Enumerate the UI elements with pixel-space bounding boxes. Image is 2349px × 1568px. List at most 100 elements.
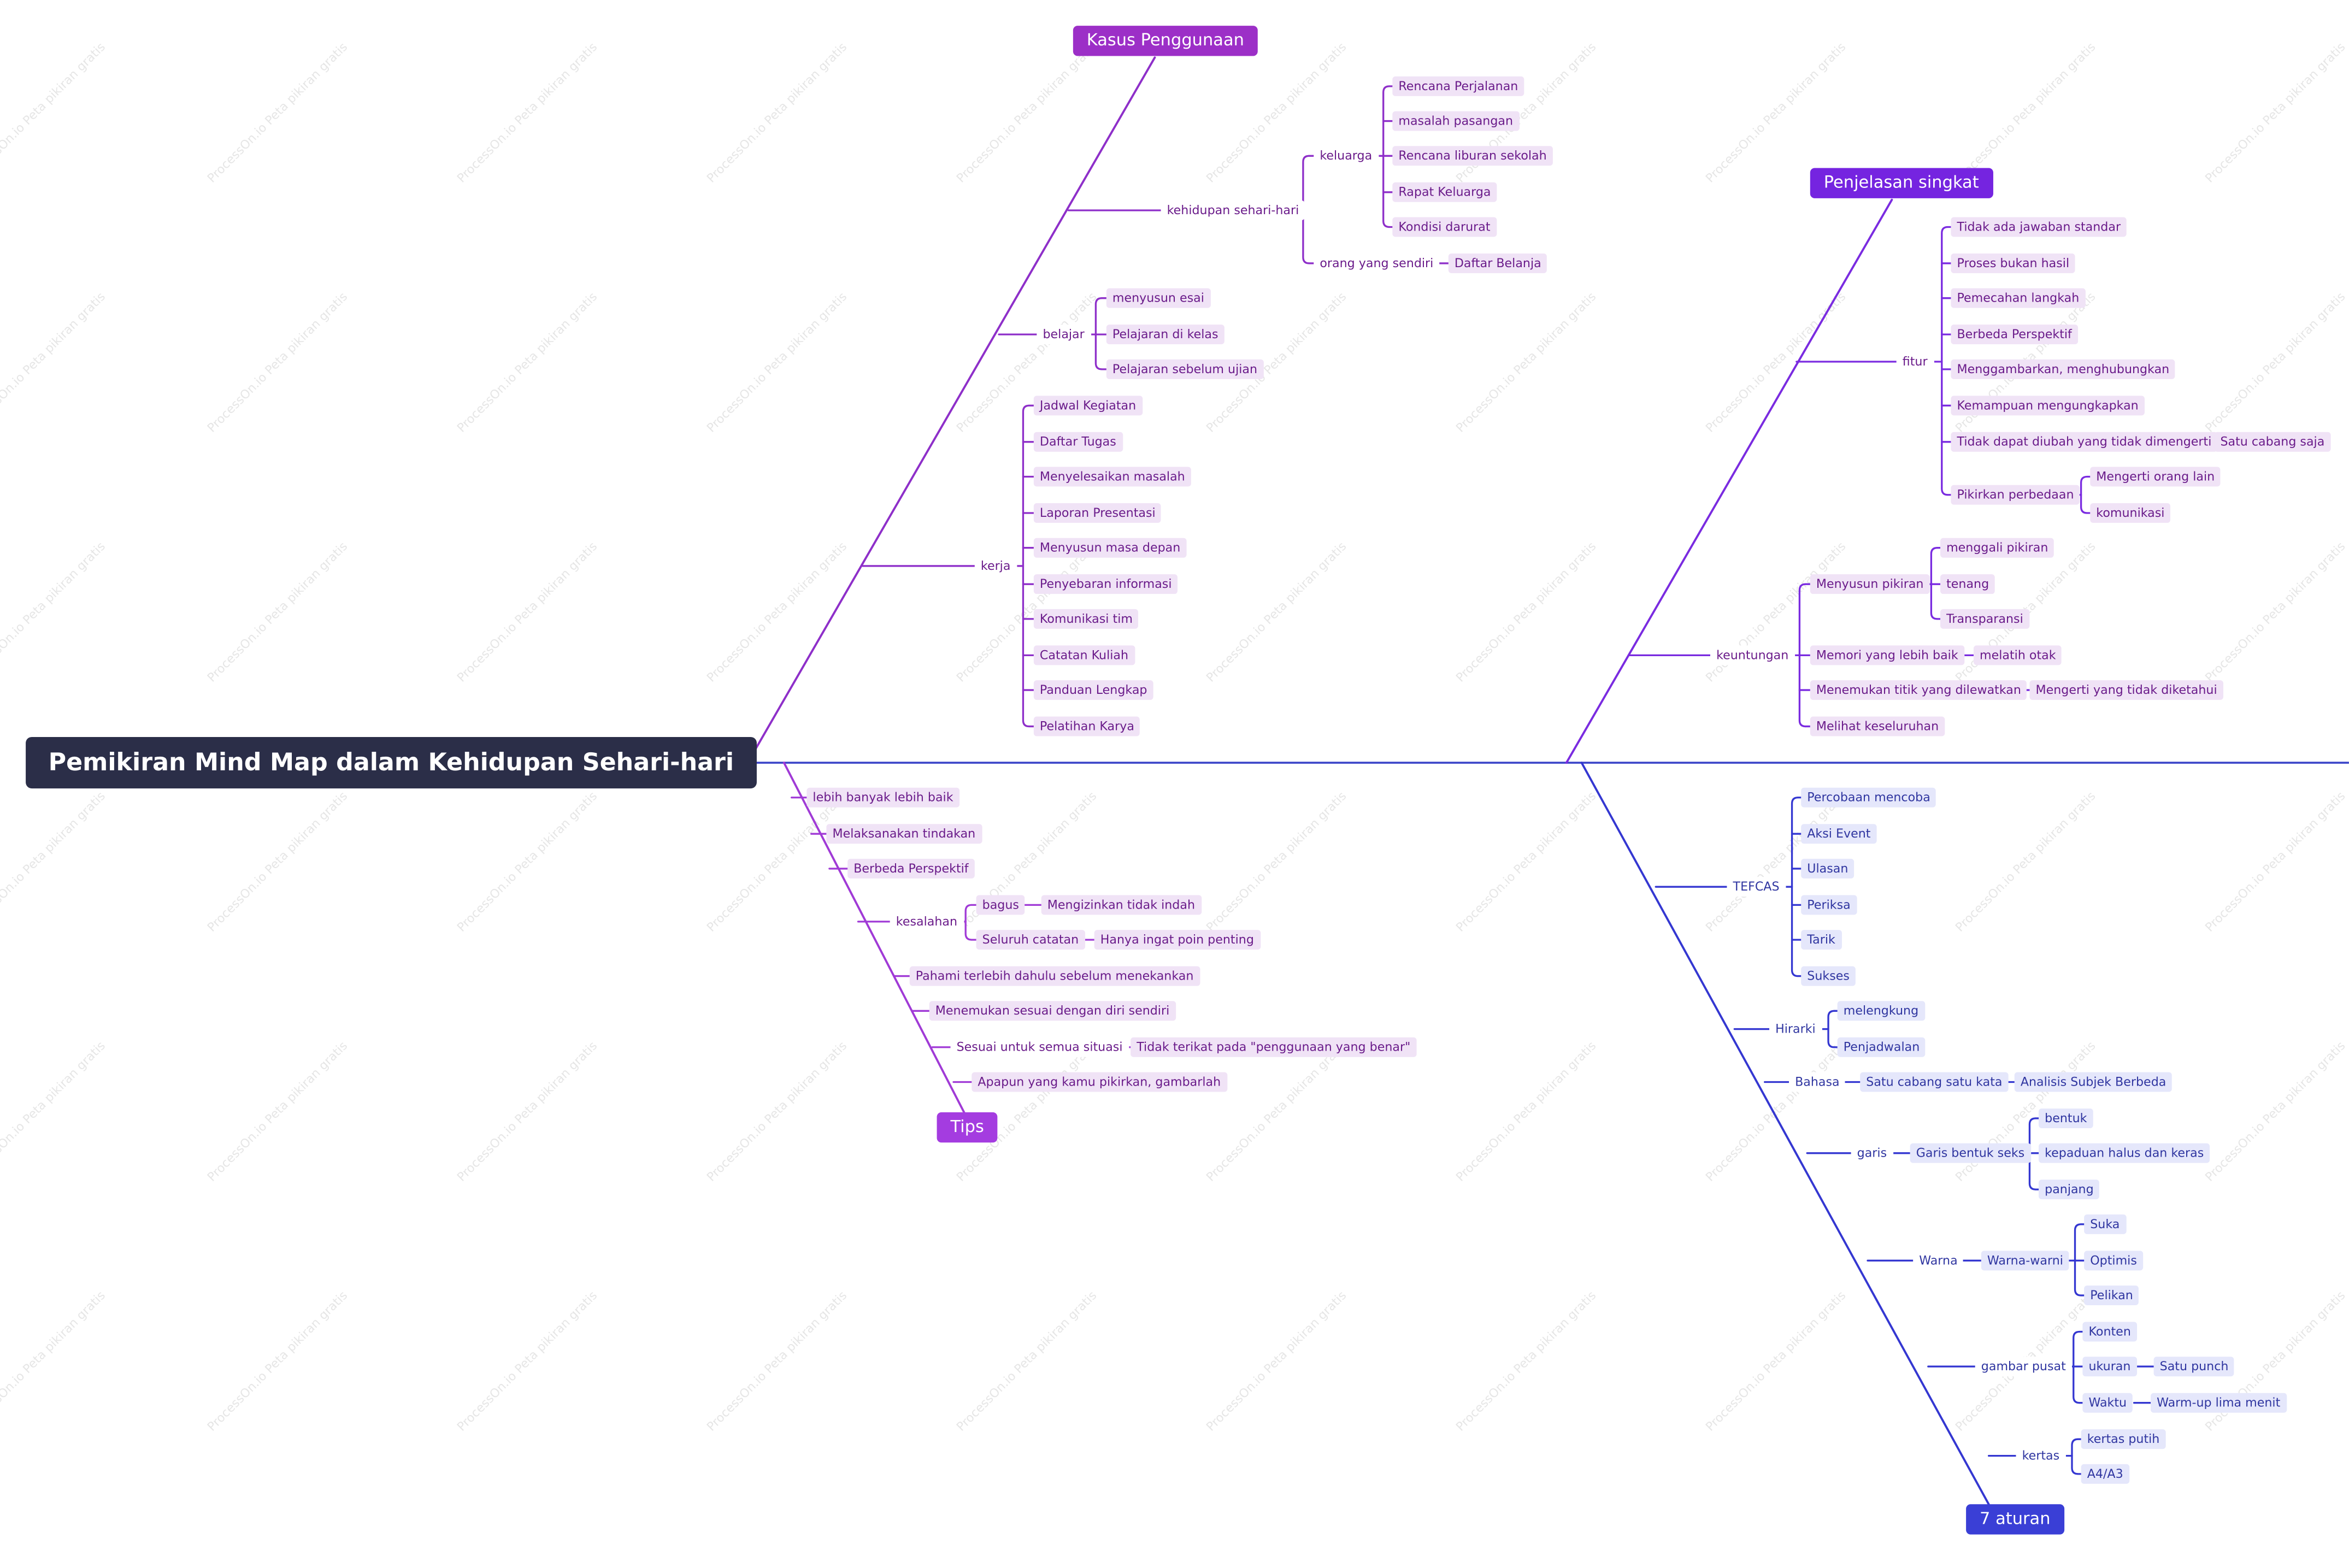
- node-satu-cabang-satu-kata[interactable]: Satu cabang satu kata: [1860, 1072, 2009, 1092]
- node-fitur-item[interactable]: Tidak ada jawaban standar: [1951, 217, 2127, 237]
- node-garis-item[interactable]: panjang: [2039, 1180, 2100, 1200]
- node-menyusun-item[interactable]: menggali pikiran: [1940, 538, 2054, 558]
- node-menyusun-item[interactable]: tenang: [1940, 574, 1995, 594]
- node-kertas-item[interactable]: A4/A3: [2081, 1464, 2129, 1484]
- node-garis-item[interactable]: kepaduan halus dan keras: [2039, 1143, 2210, 1163]
- node-keluarga-item[interactable]: masalah pasangan: [1392, 111, 1520, 131]
- node-tip-child[interactable]: Tidak terikat pada "penggunaan yang bena…: [1131, 1037, 1417, 1057]
- node-hirarki-item[interactable]: Penjadwalan: [1837, 1037, 1926, 1057]
- node-keluarga-item[interactable]: Rencana Perjalanan: [1392, 76, 1524, 96]
- node-orang-yang-sendiri[interactable]: orang yang sendiri: [1314, 253, 1440, 273]
- node-tip[interactable]: Apapun yang kamu pikirkan, gambarlah: [972, 1072, 1227, 1092]
- node-menyusun-item[interactable]: Transparansi: [1940, 609, 2029, 629]
- node-tefcas-item[interactable]: Percobaan mencoba: [1801, 787, 1936, 807]
- node-tefcas-item[interactable]: Aksi Event: [1801, 824, 1877, 844]
- node-tefcas[interactable]: TEFCAS: [1727, 877, 1786, 897]
- node-tefcas-item[interactable]: Tarik: [1801, 930, 1841, 950]
- node-satu-cabang-saja[interactable]: Satu cabang saja: [2214, 432, 2331, 452]
- node-menemukan-titik[interactable]: Menemukan titik yang dilewatkan: [1810, 680, 2028, 700]
- node-warna-item[interactable]: Optimis: [2084, 1251, 2143, 1271]
- node-seluruh-child[interactable]: Hanya ingat poin penting: [1094, 930, 1260, 950]
- node-kerja[interactable]: kerja: [974, 556, 1017, 576]
- root-topic[interactable]: Pemikiran Mind Map dalam Kehidupan Sehar…: [26, 736, 757, 789]
- node-bagus-child[interactable]: Mengizinkan tidak indah: [1041, 895, 1202, 915]
- node-kertas-item[interactable]: kertas putih: [2081, 1429, 2166, 1449]
- node-perbedaan-item[interactable]: komunikasi: [2090, 503, 2171, 523]
- node-garis[interactable]: garis: [1851, 1143, 1893, 1163]
- node-kesalahan[interactable]: kesalahan: [890, 911, 964, 932]
- node-kerja-item[interactable]: Panduan Lengkap: [1033, 680, 1153, 700]
- connector-line: [2071, 1438, 2079, 1475]
- node-tefcas-item[interactable]: Sukses: [1801, 966, 1856, 986]
- connector-line: [1941, 226, 1948, 496]
- node-belajar-item[interactable]: menyusun esai: [1106, 288, 1210, 308]
- connector-line: [1791, 797, 1798, 977]
- node-bahasa[interactable]: Bahasa: [1789, 1072, 1846, 1092]
- node-perbedaan-item[interactable]: Mengerti orang lain: [2090, 467, 2221, 487]
- node-hirarki-item[interactable]: melengkung: [1837, 1001, 1925, 1021]
- node-belajar[interactable]: belajar: [1037, 325, 1091, 345]
- node-kerja-item[interactable]: Komunikasi tim: [1033, 609, 1139, 629]
- node-warna-warni[interactable]: Warna-warni: [1981, 1251, 2070, 1271]
- node-fitur[interactable]: fitur: [1896, 352, 1934, 372]
- node-tefcas-item[interactable]: Periksa: [1801, 895, 1857, 915]
- node-fitur-item[interactable]: Proses bukan hasil: [1951, 253, 2076, 273]
- node-daftar-belanja[interactable]: Daftar Belanja: [1448, 253, 1547, 273]
- node-tefcas-item[interactable]: Ulasan: [1801, 858, 1855, 879]
- node-ukuran[interactable]: ukuran: [2082, 1357, 2137, 1377]
- node-fitur-item[interactable]: Pemecahan langkah: [1951, 288, 2086, 308]
- node-bagus[interactable]: bagus: [976, 895, 1026, 915]
- branch-penjelasan-singkat[interactable]: Penjelasan singkat: [1810, 168, 1993, 198]
- node-keluarga-item[interactable]: Kondisi darurat: [1392, 217, 1497, 237]
- node-mengerti-tidak-diketahui[interactable]: Mengerti yang tidak diketahui: [2029, 680, 2223, 700]
- node-keluarga-item[interactable]: Rapat Keluarga: [1392, 182, 1497, 202]
- branch-tips[interactable]: Tips: [937, 1112, 998, 1143]
- node-kerja-item[interactable]: Daftar Tugas: [1033, 432, 1122, 452]
- node-keluarga[interactable]: keluarga: [1314, 146, 1379, 166]
- node-fitur-item[interactable]: Menggambarkan, menghubungkan: [1951, 359, 2176, 379]
- node-warmup[interactable]: Warm-up lima menit: [2151, 1393, 2287, 1413]
- node-gambar-pusat[interactable]: gambar pusat: [1975, 1357, 2072, 1377]
- node-belajar-item[interactable]: Pelajaran sebelum ujian: [1106, 359, 1264, 379]
- node-konten[interactable]: Konten: [2082, 1322, 2137, 1342]
- node-menyusun-pikiran[interactable]: Menyusun pikiran: [1810, 574, 1930, 594]
- node-kerja-item[interactable]: Menyelesaikan masalah: [1033, 467, 1191, 487]
- node-satu-punch[interactable]: Satu punch: [2153, 1357, 2235, 1377]
- node-warna-item[interactable]: Pelikan: [2084, 1286, 2139, 1306]
- node-analisis-subjek[interactable]: Analisis Subjek Berbeda: [2014, 1072, 2173, 1092]
- branch-kasus-penggunaan[interactable]: Kasus Penggunaan: [1073, 26, 1258, 56]
- node-melatih-otak[interactable]: melatih otak: [1973, 645, 2062, 665]
- node-belajar-item[interactable]: Pelajaran di kelas: [1106, 325, 1224, 345]
- node-tip[interactable]: Melaksanakan tindakan: [826, 824, 982, 844]
- node-warna[interactable]: Warna: [1913, 1251, 1964, 1271]
- node-seluruh-catatan[interactable]: Seluruh catatan: [976, 930, 1085, 950]
- connector-line: [2080, 475, 2087, 514]
- node-kerja-item[interactable]: Menyusun masa depan: [1033, 538, 1187, 558]
- node-kerja-item[interactable]: Penyebaran informasi: [1033, 574, 1178, 594]
- node-fitur-item[interactable]: Pikirkan perbedaan: [1951, 485, 2080, 505]
- node-keuntungan[interactable]: keuntungan: [1710, 645, 1795, 665]
- node-tip[interactable]: lebih banyak lebih baik: [806, 787, 959, 807]
- node-melihat-keseluruhan[interactable]: Melihat keseluruhan: [1810, 716, 1945, 736]
- node-fitur-item[interactable]: Tidak dapat diubah yang tidak dimengerti: [1951, 432, 2218, 452]
- node-fitur-item[interactable]: Berbeda Perspektif: [1951, 325, 2078, 345]
- node-memori[interactable]: Memori yang lebih baik: [1810, 645, 1964, 665]
- node-kertas[interactable]: kertas: [2016, 1446, 2066, 1466]
- node-garis-bentuk-seks[interactable]: Garis bentuk seks: [1910, 1143, 2031, 1163]
- node-tip[interactable]: Pahami terlebih dahulu sebelum menekanka…: [909, 966, 1200, 986]
- node-tip[interactable]: Sesuai untuk semua situasi: [950, 1037, 1129, 1057]
- node-kerja-item[interactable]: Laporan Presentasi: [1033, 503, 1162, 523]
- node-hirarki[interactable]: Hirarki: [1769, 1019, 1822, 1039]
- node-tip[interactable]: Menemukan sesuai dengan diri sendiri: [929, 1001, 1176, 1021]
- node-garis-item[interactable]: bentuk: [2039, 1108, 2093, 1128]
- branch-7-aturan[interactable]: 7 aturan: [1966, 1504, 2064, 1535]
- node-kerja-item[interactable]: Pelatihan Karya: [1033, 716, 1141, 736]
- node-kerja-item[interactable]: Jadwal Kegiatan: [1033, 396, 1143, 416]
- node-kerja-item[interactable]: Catatan Kuliah: [1033, 645, 1135, 665]
- node-warna-item[interactable]: Suka: [2084, 1214, 2126, 1234]
- node-kehidupan-sehari-hari[interactable]: kehidupan sehari-hari: [1161, 201, 1305, 221]
- node-waktu[interactable]: Waktu: [2082, 1393, 2133, 1413]
- node-tip[interactable]: Berbeda Perspektif: [847, 858, 975, 879]
- node-fitur-item[interactable]: Kemampuan mengungkapkan: [1951, 396, 2145, 416]
- node-keluarga-item[interactable]: Rencana liburan sekolah: [1392, 146, 1553, 166]
